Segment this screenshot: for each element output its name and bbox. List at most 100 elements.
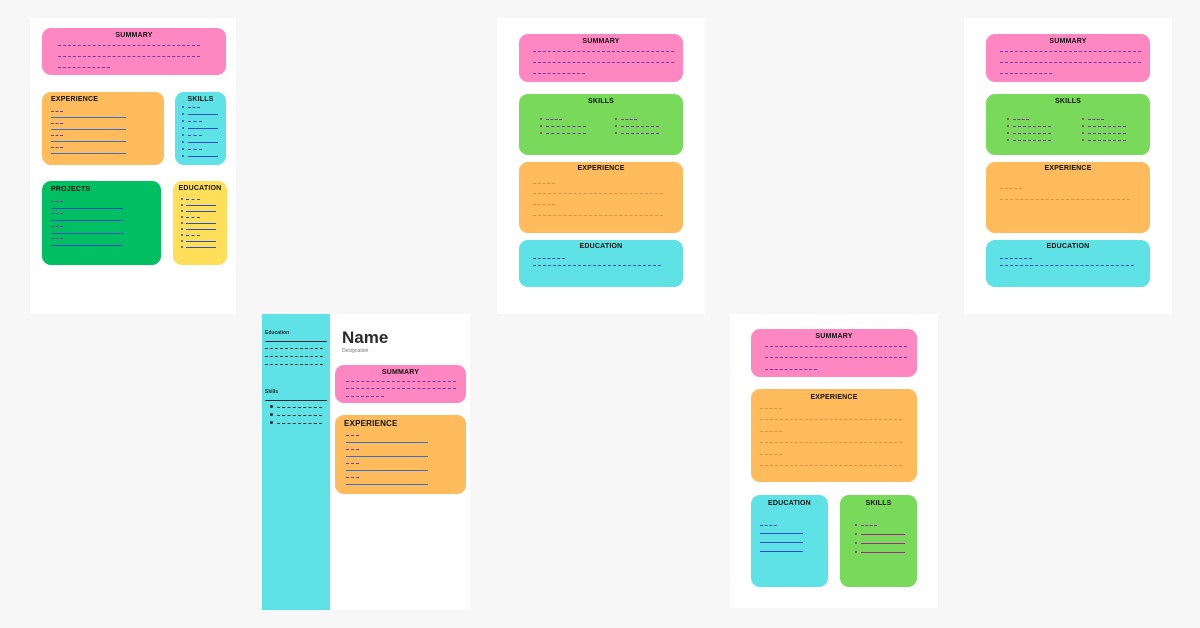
text-line xyxy=(533,51,674,52)
text-line xyxy=(186,229,216,230)
resume-template-3[interactable]: SUMMARY SKILLS EXPERIENCE EDUCATION xyxy=(964,18,1172,314)
bullet xyxy=(1082,118,1084,120)
bullet xyxy=(270,421,273,424)
text-line xyxy=(346,484,428,485)
text-line xyxy=(1000,258,1032,259)
bullet xyxy=(1007,118,1009,120)
text-line xyxy=(346,470,428,471)
bullet xyxy=(1082,125,1084,127)
bullet xyxy=(540,125,542,127)
experience-heading: EXPERIENCE xyxy=(344,419,398,428)
text-line xyxy=(760,419,902,420)
summary-heading: SUMMARY xyxy=(815,333,853,340)
text-line xyxy=(546,126,586,127)
text-line xyxy=(861,525,877,526)
bullet xyxy=(181,234,183,236)
text-line xyxy=(1000,199,1130,200)
text-line xyxy=(346,396,384,397)
summary-heading: SUMMARY xyxy=(115,32,153,39)
bullet xyxy=(182,120,184,122)
text-line xyxy=(51,111,63,112)
bullet xyxy=(182,127,184,129)
text-line xyxy=(346,477,359,478)
projects-section: PROJECTS xyxy=(42,181,161,265)
bullet xyxy=(855,533,857,535)
text-line xyxy=(265,364,323,365)
text-line xyxy=(188,128,218,129)
text-line xyxy=(186,211,216,212)
text-line xyxy=(1013,119,1029,120)
skills-heading: SKILLS xyxy=(187,96,214,103)
text-line xyxy=(51,245,123,246)
text-line xyxy=(58,45,200,46)
text-line xyxy=(265,348,323,349)
skills-heading: SKILLS xyxy=(587,98,615,105)
text-line xyxy=(621,126,659,127)
skills-section: SKILLS xyxy=(840,495,917,587)
education-heading: EDUCATION xyxy=(178,185,222,192)
bullet xyxy=(540,118,542,120)
skills-heading: SKILLS xyxy=(1054,98,1082,105)
text-line xyxy=(861,543,905,544)
text-line xyxy=(1000,62,1141,63)
summary-heading: SUMMARY xyxy=(1049,38,1087,45)
text-line xyxy=(188,149,202,150)
text-line xyxy=(533,258,565,259)
text-line xyxy=(188,114,218,115)
divider xyxy=(265,341,327,342)
summary-section: SUMMARY xyxy=(335,365,466,403)
text-line xyxy=(760,533,803,534)
bullet xyxy=(182,113,184,115)
sidebar: Education Skills xyxy=(262,314,330,610)
text-line xyxy=(765,369,817,370)
education-section: EDUCATION xyxy=(519,240,683,287)
education-section: EDUCATION xyxy=(751,495,828,587)
text-line xyxy=(188,156,218,157)
experience-section: EXPERIENCE xyxy=(751,389,917,482)
text-line xyxy=(277,415,322,416)
text-line xyxy=(621,133,659,134)
text-line xyxy=(760,408,782,409)
summary-section: SUMMARY xyxy=(519,34,683,82)
experience-section: EXPERIENCE xyxy=(519,162,683,233)
text-line xyxy=(51,141,126,142)
experience-section: EXPERIENCE xyxy=(335,415,466,494)
text-line xyxy=(188,121,202,122)
text-line xyxy=(1000,265,1134,266)
text-line xyxy=(546,133,586,134)
education-heading: EDUCATION xyxy=(768,500,811,507)
text-line xyxy=(51,233,123,234)
bullet xyxy=(1082,132,1084,134)
text-line xyxy=(1013,140,1051,141)
bullet xyxy=(181,216,183,218)
summary-section: SUMMARY xyxy=(42,28,226,75)
bullet xyxy=(855,524,857,526)
text-line xyxy=(1000,188,1022,189)
education-heading: EDUCATION xyxy=(1046,243,1090,250)
education-section: EDUCATION xyxy=(986,240,1150,287)
resume-template-5[interactable]: SUMMARY EXPERIENCE EDUCATION SKILLS xyxy=(730,314,938,608)
bullet xyxy=(1007,139,1009,141)
bullet xyxy=(181,210,183,212)
text-line xyxy=(346,456,428,457)
resume-template-4[interactable]: Education Skills Name Designation SUMMAR… xyxy=(262,314,470,610)
resume-template-1[interactable]: SUMMARY EXPERIENCE SKILLS PROJECTS xyxy=(30,18,236,314)
text-line xyxy=(51,147,63,148)
bullet xyxy=(181,240,183,242)
bullet xyxy=(182,106,184,108)
text-line xyxy=(861,534,905,535)
text-line xyxy=(188,142,218,143)
text-line xyxy=(51,153,126,154)
resume-template-2[interactable]: SUMMARY SKILLS EXPERIENCE EDUCATION xyxy=(497,18,705,314)
text-line xyxy=(346,442,428,443)
text-line xyxy=(186,235,200,236)
text-line xyxy=(51,201,63,202)
text-line xyxy=(760,551,803,552)
bullet xyxy=(270,405,273,408)
divider xyxy=(265,400,327,401)
bullet xyxy=(855,551,857,553)
text-line xyxy=(51,208,123,209)
text-line xyxy=(533,215,663,216)
bullet xyxy=(182,155,184,157)
text-line xyxy=(186,223,216,224)
